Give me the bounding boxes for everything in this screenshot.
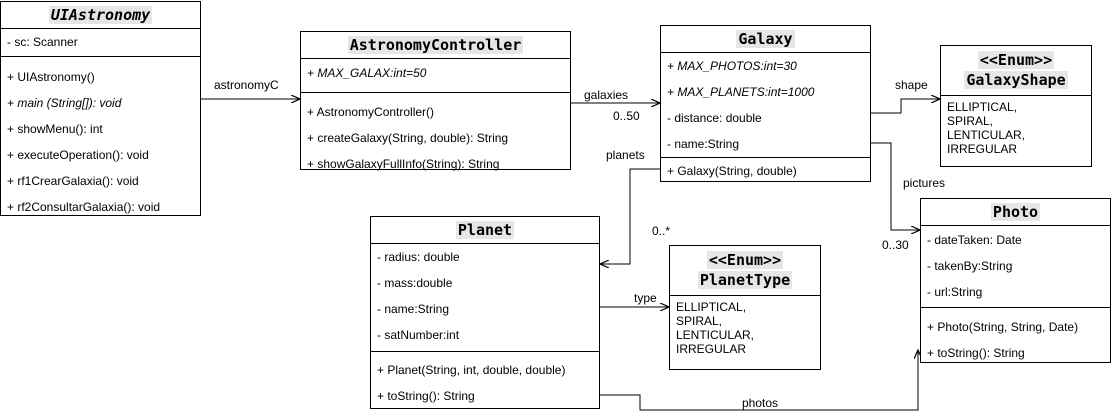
- assoc-galaxy-photo: [871, 142, 920, 230]
- assoc-galaxy-planet: [600, 168, 660, 264]
- enum-literal: LENTICULAR,: [676, 328, 755, 342]
- attribute: - satNumber:int: [377, 328, 460, 342]
- method: + showMenu(): int: [7, 122, 103, 136]
- method: + toString(): String: [377, 389, 475, 403]
- method: + executeOperation(): void: [7, 148, 149, 162]
- methods-section: + Galaxy(String, double): [661, 158, 870, 184]
- class-name: Photo: [990, 203, 1041, 221]
- class-planet[interactable]: Planet - radius: double - mass:double - …: [370, 216, 600, 409]
- stereotype-label: <<Enum>>: [706, 251, 784, 269]
- label-shape: shape: [895, 78, 928, 92]
- methods-section: + Planet(String, int, double, double) + …: [371, 352, 599, 409]
- label-galaxies: galaxies: [584, 88, 629, 102]
- enum-literals: ELLIPTICAL, SPIRAL, LENTICULAR, IRREGULA…: [670, 296, 820, 360]
- method: + AstronomyController(): [307, 105, 435, 119]
- class-header: Photo: [921, 199, 1110, 226]
- stereotype-label: <<Enum>>: [977, 51, 1055, 69]
- method: + Galaxy(String, double): [667, 164, 797, 178]
- attribute: - url:String: [927, 285, 983, 299]
- class-header: <<Enum>> PlanetType: [670, 246, 820, 296]
- enum-literal: IRREGULAR: [676, 342, 747, 356]
- attribute: - mass:double: [377, 276, 453, 290]
- class-name: Galaxy: [736, 30, 795, 48]
- method: + Planet(String, int, double, double): [377, 363, 566, 377]
- attribute: + MAX_GALAX:int=50: [307, 66, 427, 80]
- class-header: AstronomyController: [301, 32, 570, 59]
- attribute: - name:String: [377, 302, 450, 316]
- class-header: UIAstronomy: [1, 2, 200, 29]
- class-header: Planet: [371, 217, 599, 244]
- methods-section: + Photo(String, String, Date) + toString…: [921, 308, 1110, 366]
- enum-literals: ELLIPTICAL, SPIRAL, LENTICULAR, IRREGULA…: [941, 96, 1091, 160]
- class-name: UIAstronomy: [48, 6, 153, 24]
- class-uiastronomy[interactable]: UIAstronomy - sc: Scanner + UIAstronomy(…: [0, 1, 201, 216]
- class-photo[interactable]: Photo - dateTaken: Date - takenBy:String…: [920, 198, 1111, 363]
- class-name: GalaxyShape: [964, 71, 1068, 89]
- attribute: - sc: Scanner: [7, 35, 78, 49]
- attribute: + MAX_PLANETS:int=1000: [667, 85, 815, 99]
- class-galaxy[interactable]: Galaxy + MAX_PHOTOS:int=30 + MAX_PLANETS…: [660, 25, 871, 182]
- attribute: - name:String: [667, 137, 740, 151]
- methods-section: + AstronomyController() + createGalaxy(S…: [301, 93, 570, 177]
- enum-galaxyshape[interactable]: <<Enum>> GalaxyShape ELLIPTICAL, SPIRAL,…: [940, 45, 1092, 167]
- label-planets-multiplicity: 0..*: [652, 224, 671, 238]
- method: + rf1CrearGalaxia(): void: [7, 174, 139, 188]
- attribute: - distance: double: [667, 111, 762, 125]
- attributes-section: + MAX_PHOTOS:int=30 + MAX_PLANETS:int=10…: [661, 53, 870, 158]
- label-pictures: pictures: [903, 176, 946, 190]
- class-astronomycontroller[interactable]: AstronomyController + MAX_GALAX:int=50 +…: [300, 31, 571, 171]
- method: + UIAstronomy(): [7, 70, 95, 84]
- method: + showGalaxyFullInfo(String): String: [307, 157, 500, 171]
- enum-planettype[interactable]: <<Enum>> PlanetType ELLIPTICAL, SPIRAL, …: [669, 245, 821, 370]
- label-astronomyC: astronomyC: [214, 78, 279, 92]
- attributes-section: - sc: Scanner: [1, 29, 200, 57]
- method: + Photo(String, String, Date): [927, 320, 1079, 334]
- enum-literal: LENTICULAR,: [947, 128, 1026, 142]
- enum-literal: SPIRAL,: [947, 114, 994, 128]
- enum-literal: ELLIPTICAL,: [947, 100, 1018, 114]
- label-pictures-multiplicity: 0..30: [882, 238, 909, 252]
- label-type: type: [634, 291, 657, 305]
- enum-literal: ELLIPTICAL,: [676, 300, 747, 314]
- class-header: Galaxy: [661, 26, 870, 53]
- attribute: - takenBy:String: [927, 259, 1013, 273]
- label-planets: planets: [606, 148, 645, 162]
- class-name: AstronomyController: [347, 36, 524, 54]
- method: + rf2ConsultarGalaxia(): void: [7, 200, 161, 214]
- class-name: Planet: [455, 221, 515, 239]
- attributes-section: + MAX_GALAX:int=50: [301, 59, 570, 93]
- assoc-planet-photo: [600, 350, 918, 411]
- attribute: + MAX_PHOTOS:int=30: [667, 59, 797, 73]
- label-galaxies-multiplicity: 0..50: [613, 109, 640, 123]
- assoc-galaxy-shape: [871, 99, 940, 114]
- method: + main (String[]): void: [7, 96, 122, 110]
- methods-section: + UIAstronomy() + main (String[]): void …: [1, 57, 200, 220]
- class-header: <<Enum>> GalaxyShape: [941, 46, 1091, 96]
- method: + createGalaxy(String, double): String: [307, 131, 509, 145]
- attribute: - dateTaken: Date: [927, 233, 1022, 247]
- class-name: PlanetType: [697, 271, 793, 289]
- enum-literal: IRREGULAR: [947, 142, 1018, 156]
- attributes-section: - dateTaken: Date - takenBy:String - url…: [921, 226, 1110, 308]
- attributes-section: - radius: double - mass:double - name:St…: [371, 244, 599, 352]
- attribute: - radius: double: [377, 250, 460, 264]
- enum-literal: SPIRAL,: [676, 314, 723, 328]
- method: + toString(): String: [927, 346, 1025, 360]
- label-photos: photos: [742, 396, 779, 410]
